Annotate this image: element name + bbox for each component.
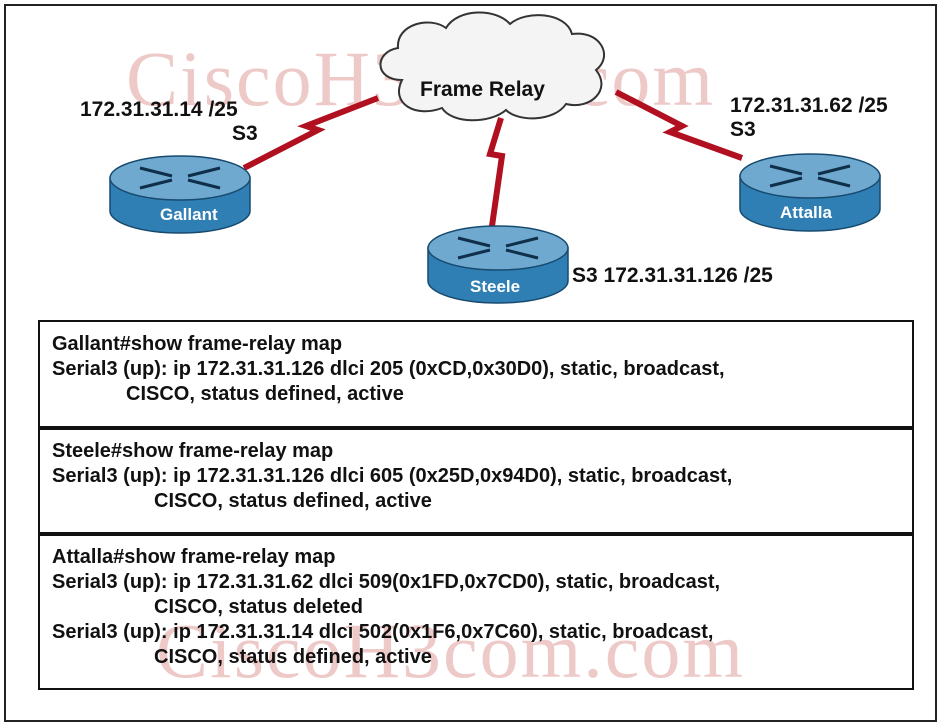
output-box-gallant: Gallant#show frame-relay map Serial3 (up…: [38, 320, 914, 428]
output-line: Serial3 (up): ip 172.31.31.126 dlci 205 …: [52, 358, 725, 380]
command-gallant: Gallant#show frame-relay map: [52, 333, 343, 355]
link-gallant: [242, 95, 380, 171]
output-box-attalla: Attalla#show frame-relay map Serial3 (up…: [38, 534, 914, 690]
router-attalla-icon: Attalla: [739, 153, 881, 232]
output-line: Serial3 (up): ip 172.31.31.14 dlci 502(0…: [52, 621, 714, 643]
output-line: CISCO, status deleted: [154, 596, 363, 618]
link-steele: [486, 117, 506, 227]
diagram-frame: CiscoH3com.com CiscoH3com.com Gallant: [4, 4, 937, 722]
command-attalla: Attalla#show frame-relay map: [52, 546, 336, 568]
router-attalla-name: Attalla: [780, 203, 833, 222]
output-line: CISCO, status defined, active: [154, 490, 432, 512]
output-line: CISCO, status defined, active: [154, 646, 432, 668]
router-gallant-name: Gallant: [160, 205, 218, 224]
router-steele-icon: Steele: [427, 225, 569, 304]
router-steele-name: Steele: [470, 277, 520, 296]
steele-address-label: S3 172.31.31.126 /25: [572, 264, 773, 287]
link-attalla: [614, 89, 744, 161]
output-box-steele: Steele#show frame-relay map Serial3 (up)…: [38, 428, 914, 534]
output-line: Serial3 (up): ip 172.31.31.126 dlci 605 …: [52, 465, 733, 487]
output-line: CISCO, status defined, active: [126, 383, 404, 405]
attalla-interface-label: S3: [730, 118, 756, 141]
frame-relay-cloud-icon: [379, 11, 605, 122]
output-line: Serial3 (up): ip 172.31.31.62 dlci 509(0…: [52, 571, 721, 593]
command-steele: Steele#show frame-relay map: [52, 440, 334, 462]
watermark-bottom: CiscoH3com.com: [156, 607, 746, 694]
gallant-interface-label: S3: [232, 122, 258, 145]
attalla-ip-label: 172.31.31.62 /25: [730, 94, 888, 117]
network-topology: Gallant Attalla Steele: [109, 11, 881, 304]
gallant-ip-label: 172.31.31.14 /25: [80, 98, 238, 121]
router-gallant-icon: Gallant: [109, 155, 251, 234]
cloud-label: Frame Relay: [420, 78, 545, 101]
